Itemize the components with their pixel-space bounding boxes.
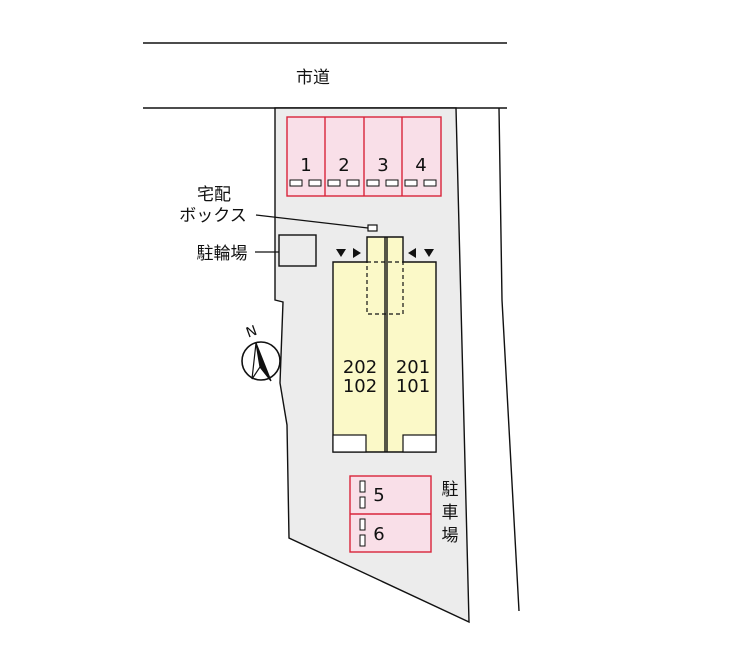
wheel-stops [289,179,437,187]
entrance-arrow-icon [336,249,346,257]
entrance-arrow-icon [408,248,416,258]
unit-number: 102 [343,376,377,397]
entrance-arrow-icon [424,249,434,257]
compass-north-label: N [244,323,259,342]
road-label: 市道 [296,68,330,88]
bicycle-parking-label: 駐輪場 [197,244,248,264]
parking-space-number: 2 [338,155,349,176]
parking-space-number: 4 [415,155,426,176]
delivery-box [367,224,378,232]
parking-label-char: 車 [442,503,459,523]
north-arrow-outline [251,342,261,380]
parking-space-number: 3 [377,155,388,176]
right-boundary-line [498,107,520,612]
unit-number: 202 [343,357,377,378]
parking-space-number: 1 [300,155,311,176]
unit-number: 201 [396,357,430,378]
wheel-stops [359,480,366,547]
unit-number: 101 [396,376,430,397]
delivery-box-leader [255,214,369,229]
parking-space-number: 6 [373,524,384,545]
building: 202 102 201 101 [332,236,437,453]
parking-label-char: 駐 [442,480,459,500]
balcony [402,434,437,453]
entrance-arrow-icon [353,248,361,258]
bicycle-parking [278,234,317,267]
compass: N [241,323,281,382]
stair-area [366,261,404,315]
delivery-box-label: 宅配 [197,185,231,205]
parking-bottom: 5 6 [349,475,432,553]
balcony [332,434,367,453]
parking-top: 1 2 3 4 [286,116,442,197]
parking-label-char: 場 [442,526,459,546]
delivery-box-label: ボックス [179,206,247,226]
parking-space-number: 5 [373,485,384,506]
